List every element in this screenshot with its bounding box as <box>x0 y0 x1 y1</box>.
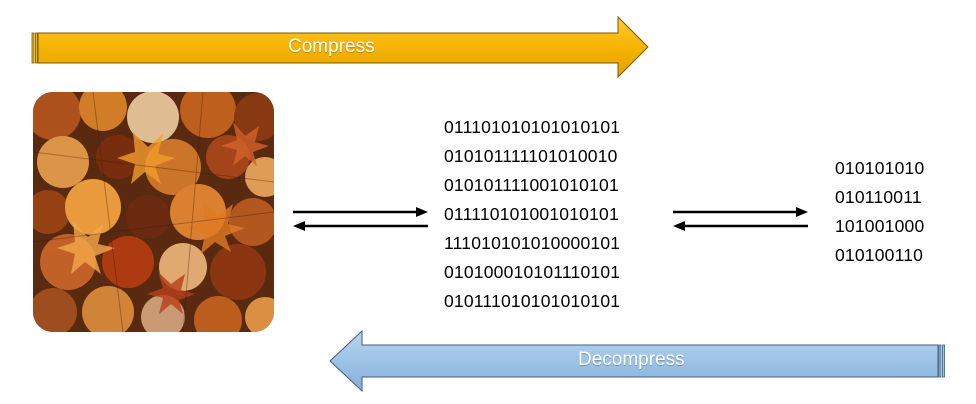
decompress-arrow-body <box>329 329 939 393</box>
compressed-bits-block: 010101010 010110011 101001000 010100110 <box>835 154 924 270</box>
decompress-label: Decompress <box>578 349 685 370</box>
compressed-bits-row: 010101010 <box>835 158 925 178</box>
exchange-arrows-left <box>293 207 428 231</box>
raw-bits-row: 111010101010000101 <box>444 233 621 253</box>
compress-arrow-body <box>37 15 649 79</box>
compress-label: Compress <box>288 36 375 57</box>
raw-bits-block: 011101010101010101 010101111101010010 01… <box>444 113 620 316</box>
compressed-bits-row: 010100110 <box>835 245 924 265</box>
raw-bits-row: 010101111001010101 <box>444 175 619 195</box>
exchange-arrows-right <box>673 207 808 231</box>
compress-arrow-tail-stripe <box>31 32 35 64</box>
compressed-bits-row: 101001000 <box>835 216 925 236</box>
compress-arrow-tail-stripe <box>35 32 38 64</box>
raw-bits-row: 011101010101010101 <box>444 117 621 137</box>
autumn-leaves-image <box>33 92 274 332</box>
decompress-arrow-tail-stripe <box>942 344 945 378</box>
raw-bits-row: 011110101001010101 <box>444 204 619 224</box>
compressed-bits-row: 010110011 <box>835 187 922 207</box>
raw-bits-row: 010100010101110101 <box>444 262 621 282</box>
raw-bits-row: 010111010101010101 <box>444 291 621 311</box>
decompress-arrow-tail-stripe <box>938 344 942 378</box>
raw-bits-row: 010101111101010010 <box>444 146 618 166</box>
